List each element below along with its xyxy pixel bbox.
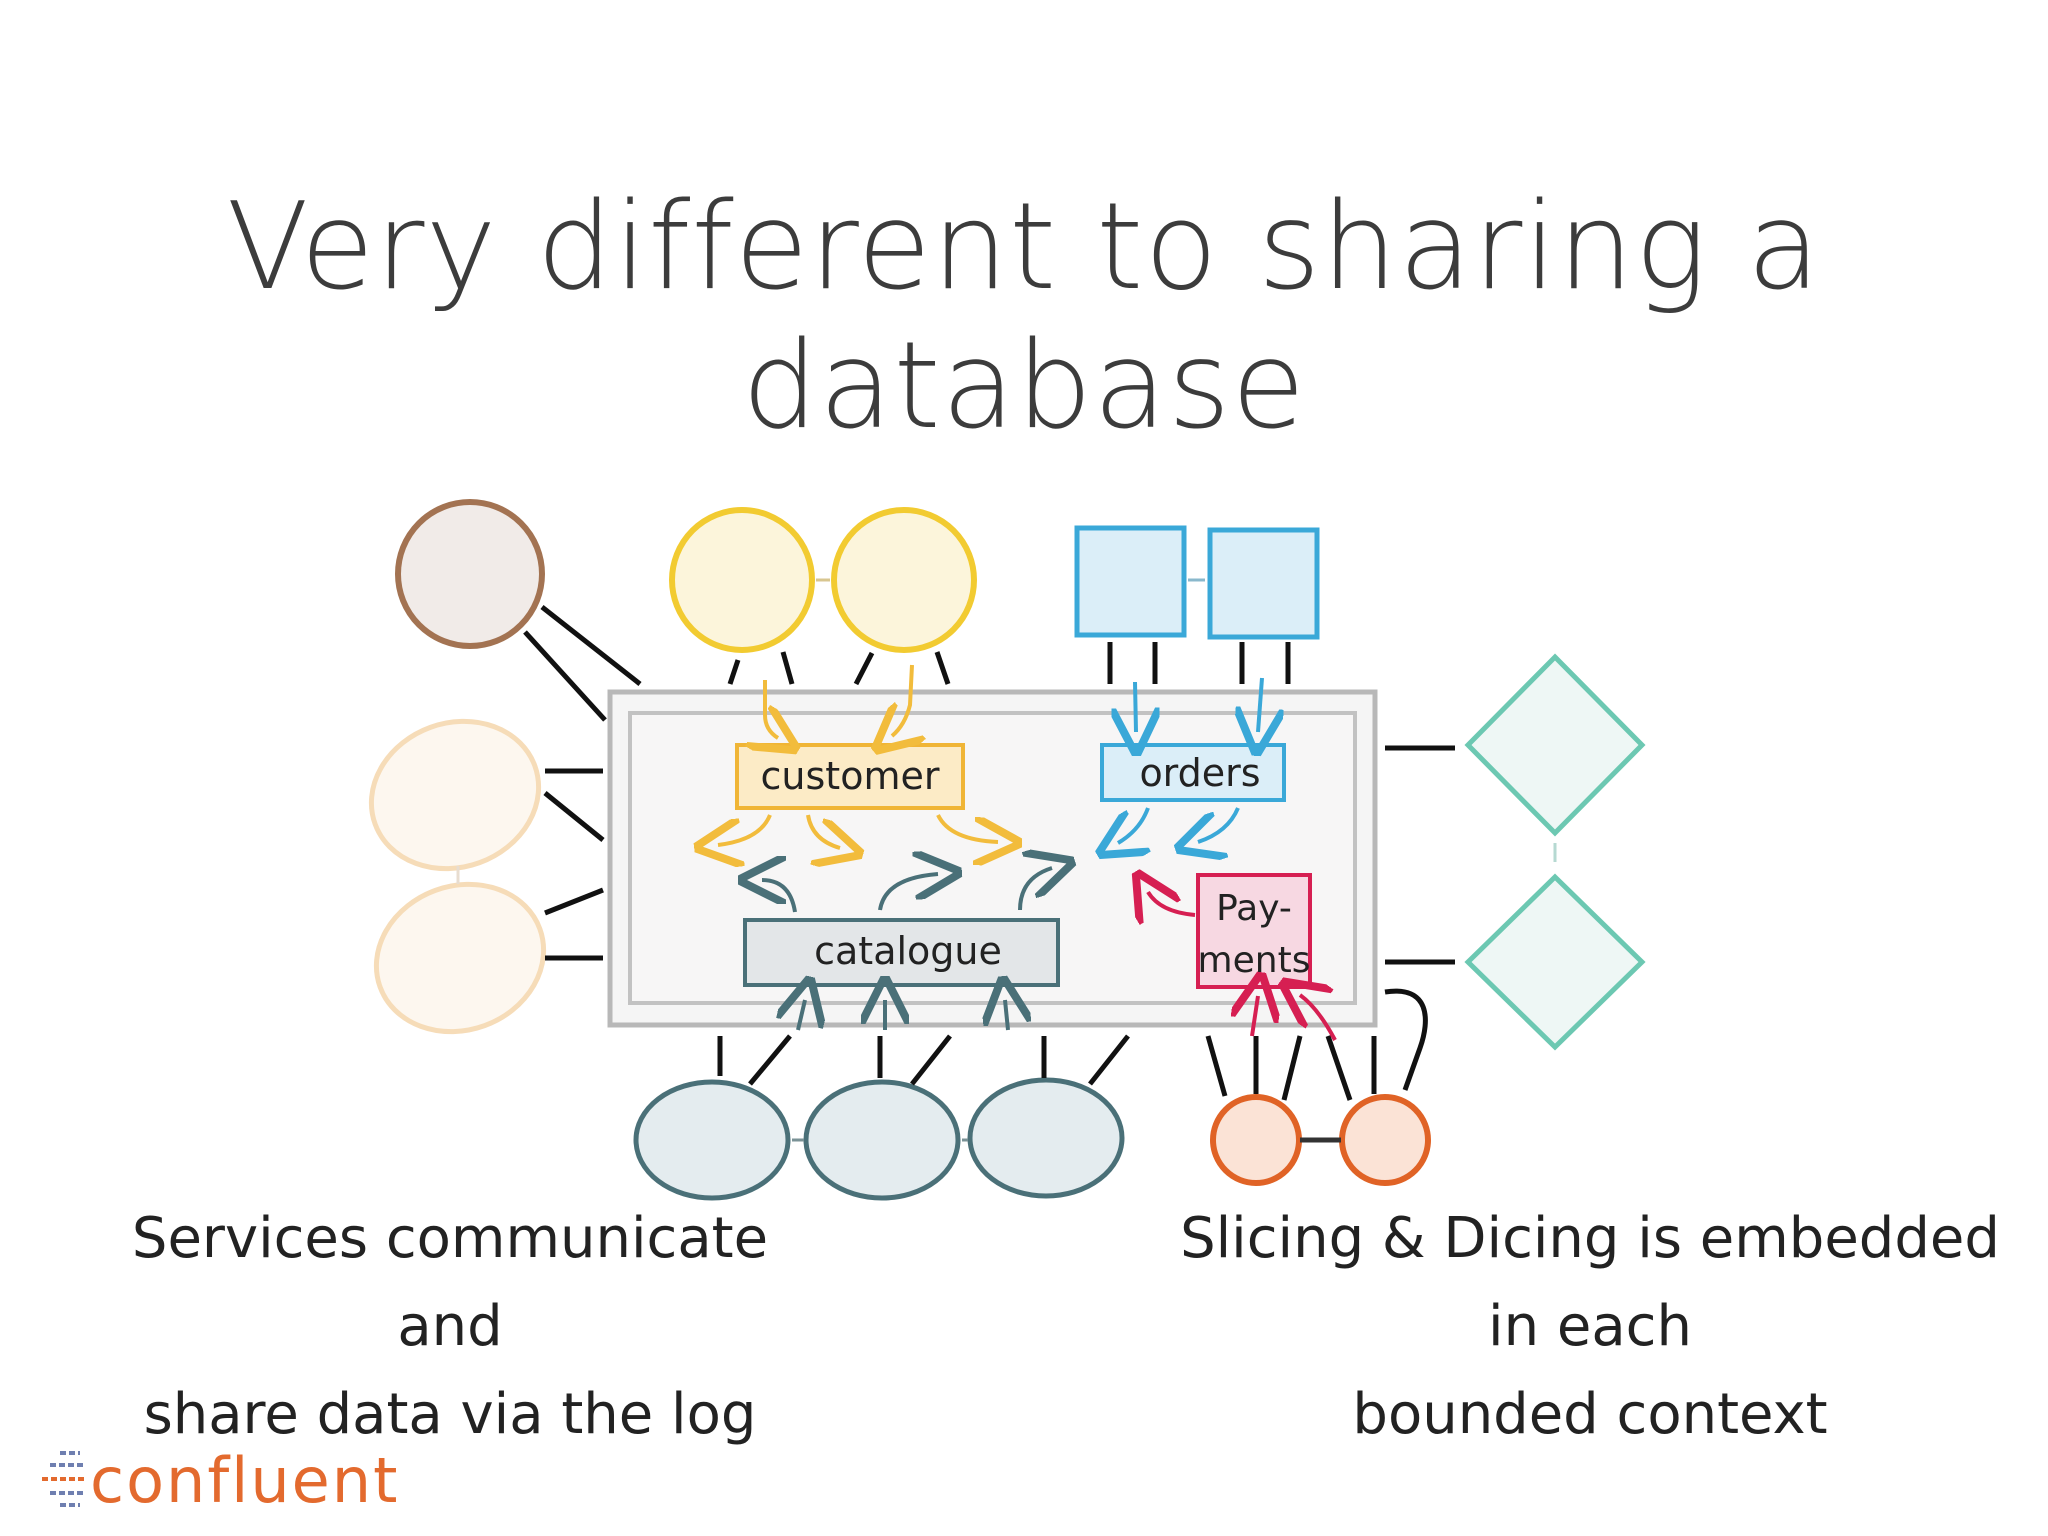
confluent-logo: confluent (40, 1440, 399, 1520)
service-circle-orange-1 (1210, 1094, 1302, 1186)
service-ellipse-grey-1 (633, 1079, 791, 1201)
caption-left-line1: Services communicate and (131, 1206, 769, 1359)
topic-box-payments (1196, 873, 1312, 989)
caption-right-line1: Slicing & Dicing is embedded in each (1180, 1206, 2000, 1359)
topic-box-payments-label-line2: ments (1198, 940, 1311, 981)
service-square-blue-1 (1074, 525, 1187, 638)
topic-box-payments-label-line1: Pay- (1216, 888, 1292, 929)
service-ellipse-grey-3 (967, 1077, 1125, 1199)
service-diamond-teal-bottom (1464, 873, 1646, 1051)
topic-box-orders-label: orders (1139, 751, 1260, 795)
caption-left: Services communicate and share data via … (90, 1195, 810, 1459)
service-circle-brown (395, 499, 545, 649)
caption-left-line2: share data via the log (143, 1382, 757, 1447)
service-ellipse-grey-2 (803, 1079, 961, 1201)
service-circle-yellow-2 (831, 507, 977, 653)
caption-right: Slicing & Dicing is embedded in each bou… (1150, 1195, 2030, 1459)
topic-box-catalogue-label: catalogue (814, 929, 1002, 973)
confluent-logo-text: confluent (90, 1443, 400, 1517)
service-circle-orange-2 (1339, 1094, 1431, 1186)
service-square-blue-2 (1207, 527, 1320, 640)
service-circle-yellow-1 (669, 507, 815, 653)
topic-box-customer-label: customer (761, 754, 940, 798)
service-ellipse-peach-bottom (373, 881, 547, 1035)
confluent-logo-mark-icon (42, 1451, 86, 1507)
slide-title: Very different to sharing a database (226, 178, 1822, 456)
service-ellipse-peach-top (368, 718, 542, 872)
service-diamond-teal-top (1464, 653, 1646, 837)
caption-right-line2: bounded context (1352, 1382, 1828, 1447)
